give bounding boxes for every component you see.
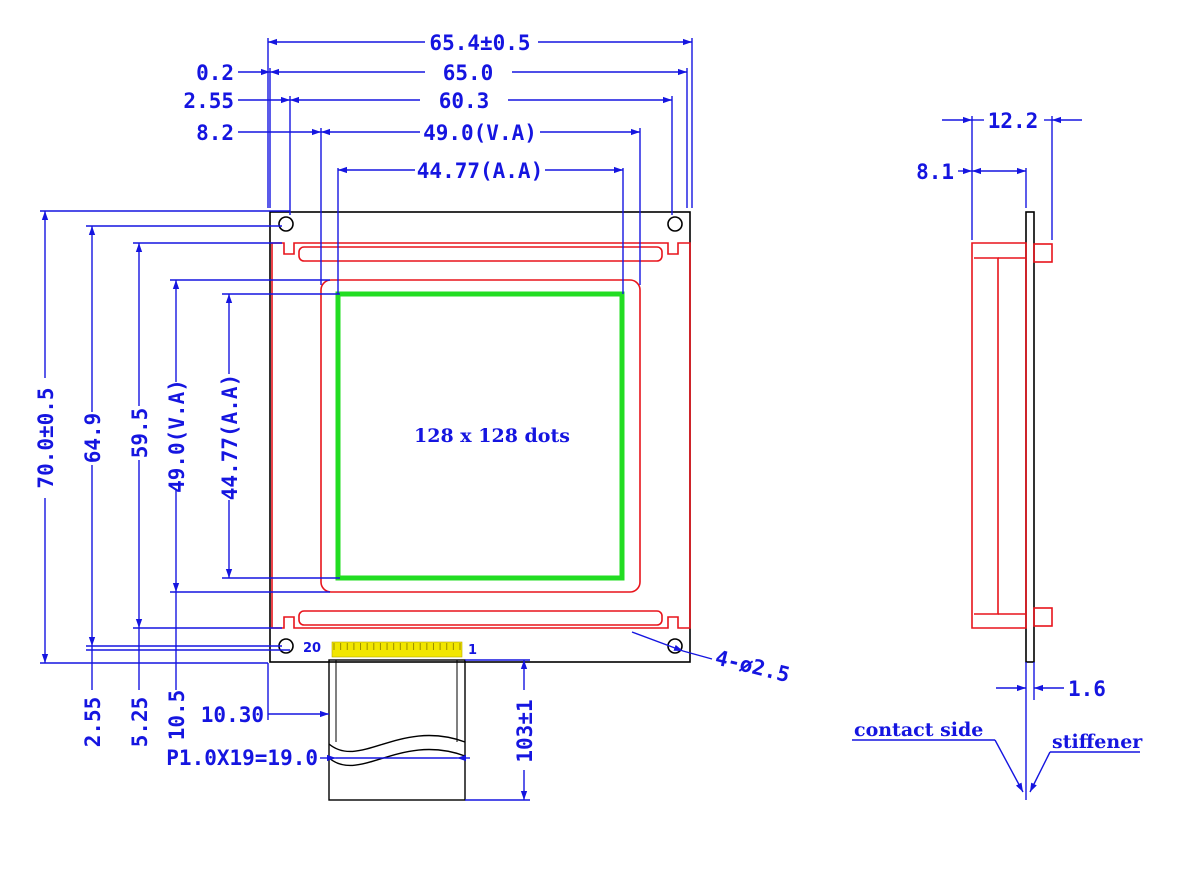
- side-module-body: [971, 242, 1027, 629]
- dim-viewing-area-h: 49.0(V.A): [423, 121, 537, 145]
- stiffener-plate: [1025, 211, 1035, 663]
- dim-active-area-v: 44.77(A.A): [218, 374, 242, 500]
- contact-side-label: contact side: [854, 719, 983, 741]
- dim-bottom-offset-2: 5.25: [128, 697, 152, 748]
- fpc-body: [328, 659, 466, 801]
- side-tab-top: [1033, 243, 1053, 263]
- dim-left-offset-3: 8.2: [196, 121, 234, 145]
- mounting-hole-tr: [667, 216, 683, 232]
- resolution-label: 128 x 128 dots: [414, 425, 570, 447]
- front-view: [269, 211, 691, 801]
- dim-active-area-h: 44.77(A.A): [417, 159, 543, 183]
- dim-viewing-area-v: 49.0(V.A): [165, 379, 189, 493]
- bezel-rail-bottom: [298, 610, 663, 626]
- pin-1-label: 1: [468, 643, 477, 658]
- dim-bottom-offset-3: 10.5: [165, 690, 189, 741]
- dim-left-offset-2: 2.55: [183, 89, 234, 113]
- dim-stiffener-thickness: 1.6: [1068, 677, 1106, 701]
- dim-total-thickness: 12.2: [988, 109, 1039, 133]
- dim-hole-pitch-h: 60.3: [439, 89, 490, 113]
- side-view: [971, 211, 1053, 663]
- viewing-area-outline: [320, 279, 641, 593]
- dim-fpc-length: 103±1: [513, 699, 537, 762]
- pin-20-label: 20: [303, 641, 321, 656]
- fpc-break-line: [328, 734, 466, 753]
- stiffener-label: stiffener: [1052, 731, 1143, 753]
- dim-hole-pitch-v: 59.5: [128, 408, 152, 459]
- dim-overall-width-tol: 65.4±0.5: [429, 31, 530, 55]
- mounting-hole-tl: [278, 216, 294, 232]
- front-dimensions: [40, 38, 713, 801]
- dim-overall-height-tol: 70.0±0.5: [34, 387, 58, 488]
- bezel-frame: [271, 242, 691, 629]
- dim-left-offset-1: 0.2: [196, 61, 234, 85]
- active-area-outline: [335, 291, 625, 581]
- dim-pcb-width: 65.0: [443, 61, 494, 85]
- side-dimensions: [852, 116, 1140, 800]
- dim-module-thickness: 8.1: [916, 160, 954, 184]
- dim-bottom-offset-1: 2.55: [81, 697, 105, 748]
- holes-note: 4-ø2.5: [713, 646, 792, 688]
- pin-connector: [331, 641, 463, 658]
- dim-fpc-pitch: P1.0X19=19.0: [166, 746, 318, 770]
- dim-pcb-height: 64.9: [81, 413, 105, 464]
- dim-fpc-offset: 10.30: [201, 703, 264, 727]
- bezel-rail-top: [298, 246, 663, 262]
- side-tab-bottom: [1033, 607, 1053, 627]
